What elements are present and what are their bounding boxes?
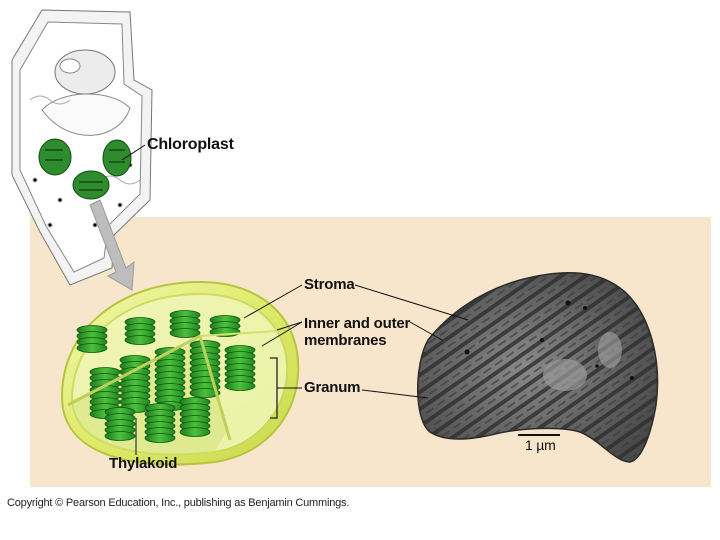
stroma-label: Stroma [304, 276, 354, 293]
thylakoid-disc [170, 329, 200, 338]
electron-micrograph [418, 273, 658, 462]
thylakoid-label: Thylakoid [109, 455, 177, 472]
cell-chloroplast-bottom [73, 171, 109, 199]
thylakoid-disc [145, 434, 175, 443]
scale-bar-label: 1 µm [525, 437, 556, 454]
membranes-label: Inner and outer membranes [304, 315, 414, 349]
chloroplast-cutaway [62, 282, 298, 465]
thylakoid-disc [125, 336, 155, 345]
cell-chloroplast-right [103, 140, 131, 176]
copyright-notice: Copyright © Pearson Education, Inc., pub… [7, 497, 349, 509]
thylakoid-disc [225, 382, 255, 391]
thylakoid-disc [180, 428, 210, 437]
plant-cell-drawing [12, 10, 152, 285]
thylakoid-disc [77, 344, 107, 353]
cell-chloroplast-left [39, 139, 71, 175]
chloroplast-label: Chloroplast [147, 136, 234, 153]
thylakoid-disc [105, 432, 135, 441]
granum-label: Granum [304, 379, 360, 396]
